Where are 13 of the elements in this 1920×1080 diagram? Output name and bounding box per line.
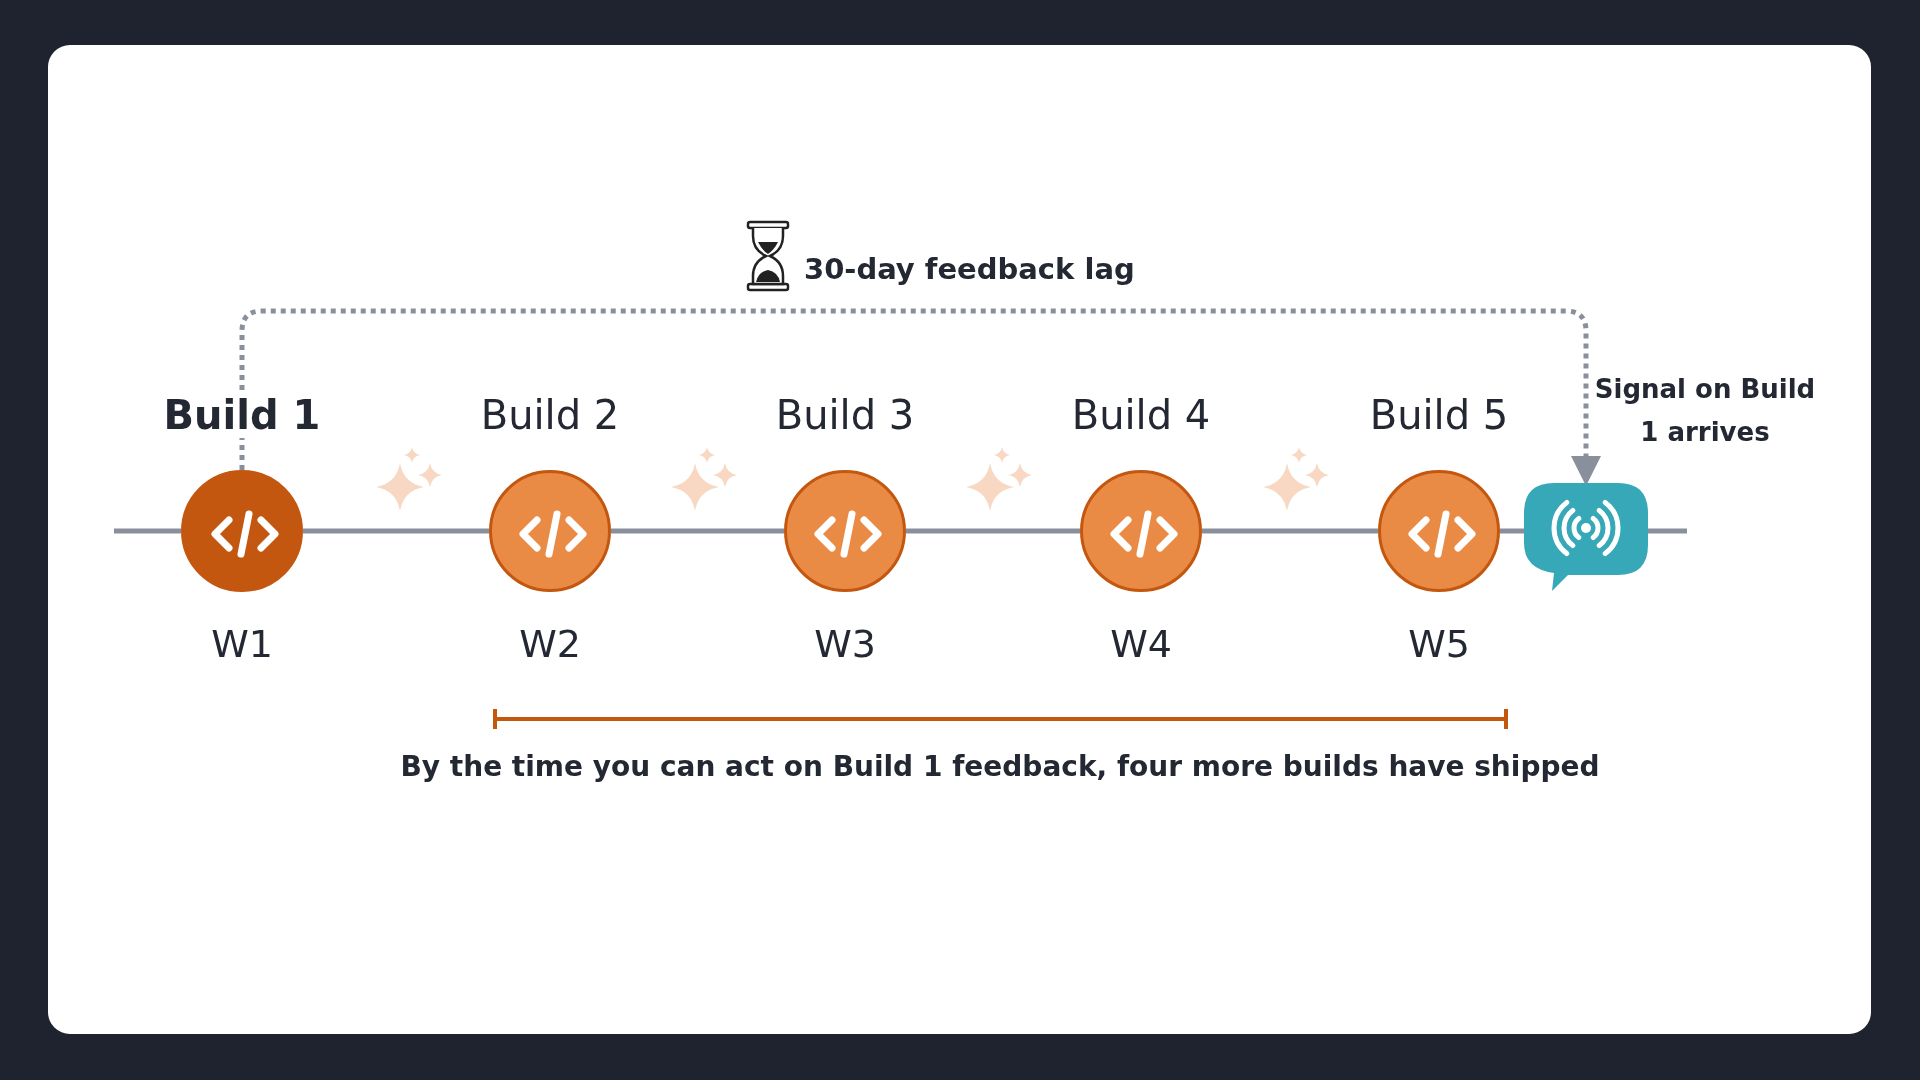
timeline-line <box>611 528 784 534</box>
timeline-line <box>1500 528 1524 534</box>
week-label: W5 <box>1408 622 1470 666</box>
dotted-arrow <box>239 308 1601 486</box>
caption-text: By the time you can act on Build 1 feedback, four more builds have shipped <box>400 750 1600 783</box>
week-label: W1 <box>211 622 273 666</box>
timeline-line <box>303 528 489 534</box>
timeline-line <box>906 528 1080 534</box>
timeline-line <box>1202 528 1378 534</box>
week-label: W4 <box>1110 622 1172 666</box>
signal-label: Signal on Build 1 arrives <box>1593 373 1817 449</box>
week-label: W2 <box>519 622 581 666</box>
week-label: W3 <box>814 622 876 666</box>
